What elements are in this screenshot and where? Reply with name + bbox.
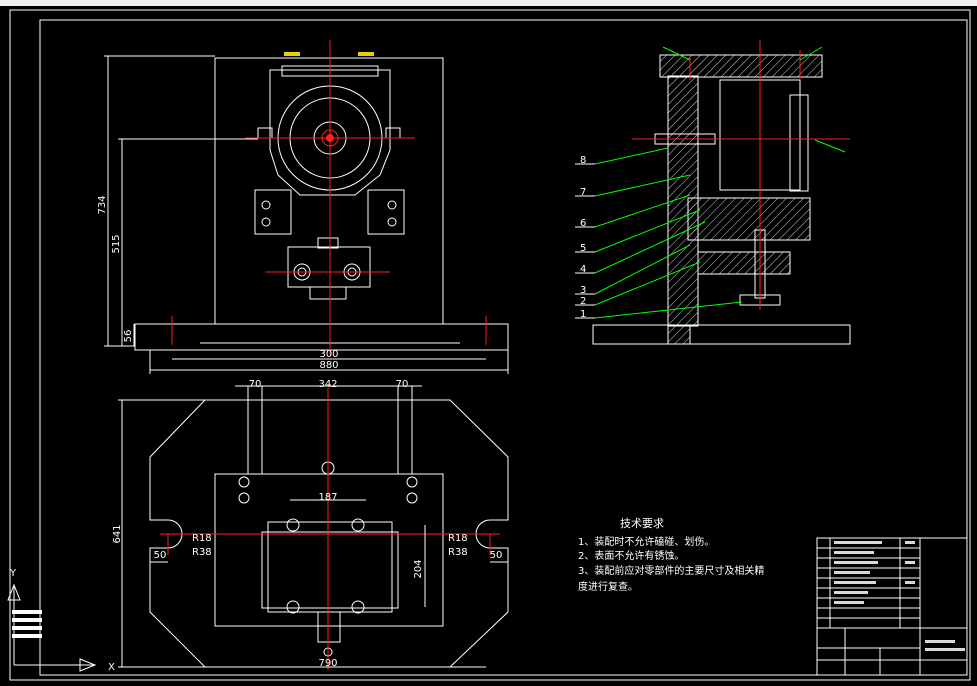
dim-r18-left: R18 (192, 533, 212, 544)
window-top-strip (0, 0, 977, 6)
dim-r18-right: R18 (448, 533, 468, 544)
tech-req-item-1: 1、装配时不允许磕碰、划伤。 (578, 535, 714, 548)
tech-req-item-2: 2、表面不允许有锈蚀。 (578, 549, 684, 562)
callout-3: 3 (580, 285, 586, 296)
callout-7: 7 (580, 187, 586, 198)
top-view-centerlines (160, 388, 500, 670)
ucs-x-label: X (108, 662, 115, 673)
section-callout-leaders (594, 46, 846, 319)
callout-4: 4 (580, 264, 586, 275)
callout-8: 8 (580, 155, 586, 166)
callout-2: 2 (580, 296, 586, 307)
front-view-yellow-mark (284, 52, 300, 56)
callout-5: 5 (580, 243, 586, 254)
dim-50-left: 50 (154, 550, 167, 561)
dim-187: 187 (318, 492, 337, 503)
front-view (134, 57, 509, 351)
dim-300: 300 (319, 349, 338, 360)
dim-342: 342 (318, 379, 337, 390)
dim-734: 734 (97, 195, 108, 214)
front-view-yellow-mark (358, 52, 374, 56)
dim-70-left: 70 (249, 379, 262, 390)
dim-r38-right: R38 (448, 547, 468, 558)
tech-req-item-3: 3、装配前应对零部件的主要尺寸及相关精 (578, 564, 764, 577)
title-block-fill-marks (834, 541, 965, 651)
section-view (592, 54, 851, 345)
ucs-y-label: Y (9, 568, 17, 579)
dim-790: 790 (318, 658, 337, 669)
dim-204: 204 (413, 559, 424, 578)
callout-6: 6 (580, 218, 586, 229)
section-view-centerlines (632, 40, 850, 310)
dim-56: 56 (123, 330, 134, 343)
front-view-centerlines (171, 40, 487, 355)
tech-req-title: 技术要求 (620, 517, 664, 530)
callout-1: 1 (580, 309, 586, 320)
front-view-center-marker (326, 134, 334, 142)
dim-515: 515 (111, 234, 122, 253)
dim-880: 880 (319, 360, 338, 371)
dim-r38-left: R38 (192, 547, 212, 558)
title-block (816, 537, 968, 676)
dim-50-right: 50 (490, 550, 503, 561)
tech-req-item-4: 度进行复查。 (578, 580, 638, 593)
drawing-frame (9, 9, 971, 681)
dim-641: 641 (112, 524, 123, 543)
top-view (149, 385, 509, 668)
dim-70-right: 70 (396, 379, 409, 390)
top-view-dimension-lines (118, 385, 508, 668)
ucs-axis-icon (7, 583, 97, 672)
front-view-dimension-lines (104, 55, 509, 374)
section-callout-underlines (575, 163, 595, 319)
